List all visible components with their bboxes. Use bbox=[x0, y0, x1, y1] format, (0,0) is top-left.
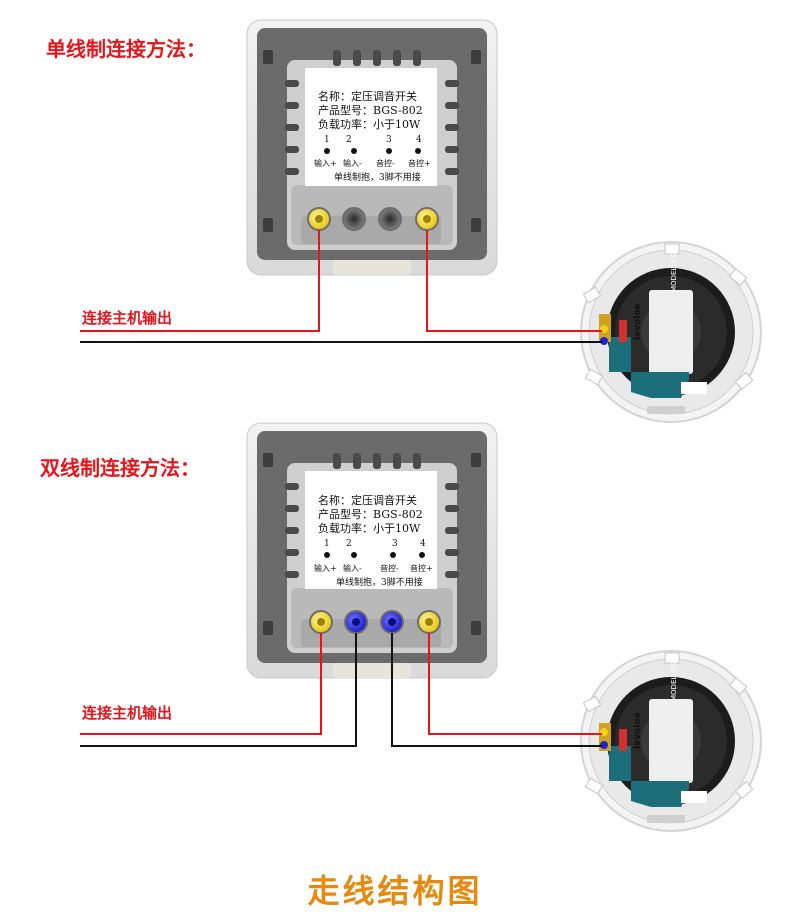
red-wire bbox=[80, 230, 320, 332]
terminal-label-3: 音控- bbox=[380, 563, 399, 573]
module-model-1: 产品型号：BGS-802 bbox=[318, 103, 423, 117]
module-power-1: 负载功率：小于10W bbox=[318, 117, 421, 131]
terminal-label-4: 音控+ bbox=[408, 158, 431, 168]
module-model-2: 产品型号：BGS-802 bbox=[318, 507, 423, 521]
section1-title: 单线制连接方法： bbox=[46, 37, 206, 61]
terminal-label-1: 输入+ bbox=[314, 563, 337, 573]
terminal-label-1: 输入+ bbox=[314, 158, 337, 168]
module-note-1: 单线制抱，3脚不用接 bbox=[334, 171, 421, 183]
wires-2 bbox=[80, 633, 602, 747]
module-note-2: 单线制抱，3脚不用接 bbox=[336, 576, 423, 588]
switch-module-2 bbox=[246, 422, 498, 679]
terminal-dot bbox=[386, 148, 392, 154]
terminal-label-3: 音控- bbox=[376, 158, 395, 168]
terminal-dot bbox=[390, 552, 396, 558]
speaker-brand-1: levoloe bbox=[633, 303, 643, 340]
terminal-number-2: 2 bbox=[346, 539, 352, 549]
terminal-dot bbox=[351, 552, 357, 558]
footer-title: 走线结构图 bbox=[307, 872, 483, 910]
module-name-2: 名称：定压调音开关 bbox=[318, 493, 417, 507]
terminal-dot bbox=[324, 552, 330, 558]
terminal-number-1: 1 bbox=[324, 135, 330, 145]
red-wire bbox=[80, 633, 322, 735]
terminal-empty bbox=[378, 207, 402, 231]
terminal-number-3: 3 bbox=[386, 135, 392, 145]
terminal-dot bbox=[419, 552, 425, 558]
terminal-number-4: 4 bbox=[416, 135, 422, 145]
speaker-model-2: MODEL: CS90 bbox=[670, 653, 678, 701]
section1-wire-label: 连接主机输出 bbox=[82, 309, 173, 327]
speaker-model-1: MODEL: CS90 bbox=[670, 244, 678, 292]
terminal-dot bbox=[415, 148, 421, 154]
terminal-number-3: 3 bbox=[392, 539, 398, 549]
terminal-number-1: 1 bbox=[324, 539, 330, 549]
section2-wire-label: 连接主机输出 bbox=[82, 704, 173, 722]
module-name-1: 名称：定压调音开关 bbox=[318, 89, 417, 103]
terminal-dot bbox=[324, 148, 330, 154]
terminal-row-2 bbox=[309, 610, 441, 634]
terminal-number-2: 2 bbox=[346, 135, 352, 145]
switch-module-1 bbox=[246, 19, 498, 276]
section2-title: 双线制连接方法： bbox=[40, 456, 200, 480]
wires-1 bbox=[80, 230, 602, 343]
terminal-label-2: 输入- bbox=[343, 563, 362, 573]
red-wire bbox=[426, 230, 602, 332]
black-wire bbox=[80, 633, 357, 747]
terminal-dot bbox=[351, 148, 357, 154]
terminal-empty bbox=[342, 207, 366, 231]
speaker-brand-2: levoloe bbox=[633, 712, 643, 749]
terminal-label-2: 输入- bbox=[343, 158, 362, 168]
module-power-2: 负载功率：小于10W bbox=[318, 521, 421, 535]
terminal-label-4: 音控+ bbox=[410, 563, 433, 573]
black-wire bbox=[391, 633, 602, 747]
terminal-row-1 bbox=[307, 207, 439, 231]
red-wire bbox=[428, 633, 602, 735]
terminal-number-4: 4 bbox=[420, 539, 426, 549]
